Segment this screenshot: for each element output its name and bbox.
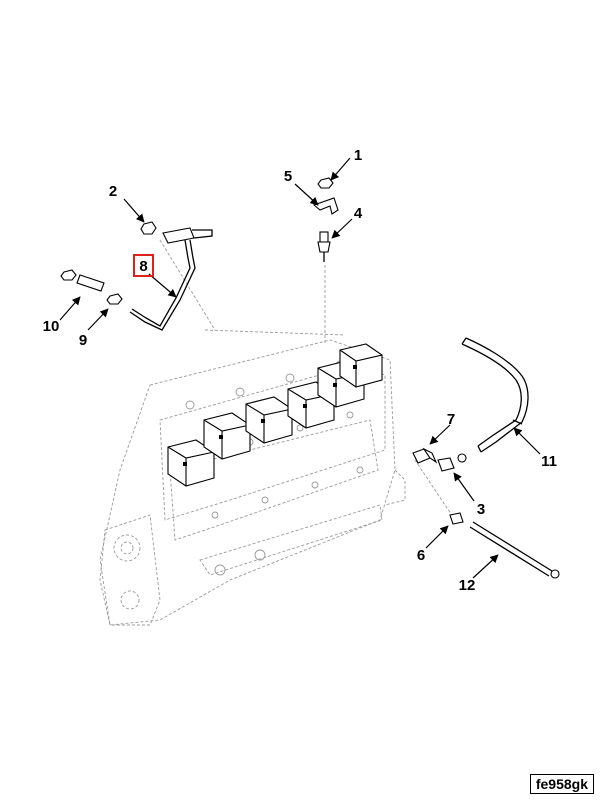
callout-11: 11 <box>541 453 557 470</box>
callout-9: 9 <box>79 332 87 349</box>
callout-8: 8 <box>139 258 147 275</box>
part-10-nut <box>60 269 77 281</box>
callout-12: 12 <box>459 577 476 594</box>
part-1-nut <box>317 177 334 189</box>
part-7-fitting <box>412 447 438 464</box>
callout-7: 7 <box>447 411 455 428</box>
engine-block-phantom <box>99 239 456 626</box>
diagram-reference-code: fe958gk <box>529 774 594 794</box>
part-5-bracket <box>312 197 339 215</box>
part-9-nut <box>106 293 123 305</box>
callout-4: 4 <box>354 205 363 222</box>
leader-lines <box>59 157 541 579</box>
callout-6: 6 <box>417 547 425 564</box>
part-11-hose <box>461 337 529 453</box>
callout-1: 1 <box>354 147 362 164</box>
callout-10: 10 <box>43 318 60 335</box>
part-2-nut <box>140 221 157 235</box>
callout-5: 5 <box>284 168 292 185</box>
part-6-fitting <box>449 512 464 525</box>
part-4-fitting <box>317 231 331 262</box>
callout-3: 3 <box>477 501 485 518</box>
part-12-tube <box>469 521 560 579</box>
part-8-bracket-rod <box>129 227 213 331</box>
spacer-sleeve <box>76 274 105 292</box>
callout-2: 2 <box>109 183 117 200</box>
callout-8-highlight <box>133 254 154 277</box>
part-3-elbow <box>437 453 467 472</box>
